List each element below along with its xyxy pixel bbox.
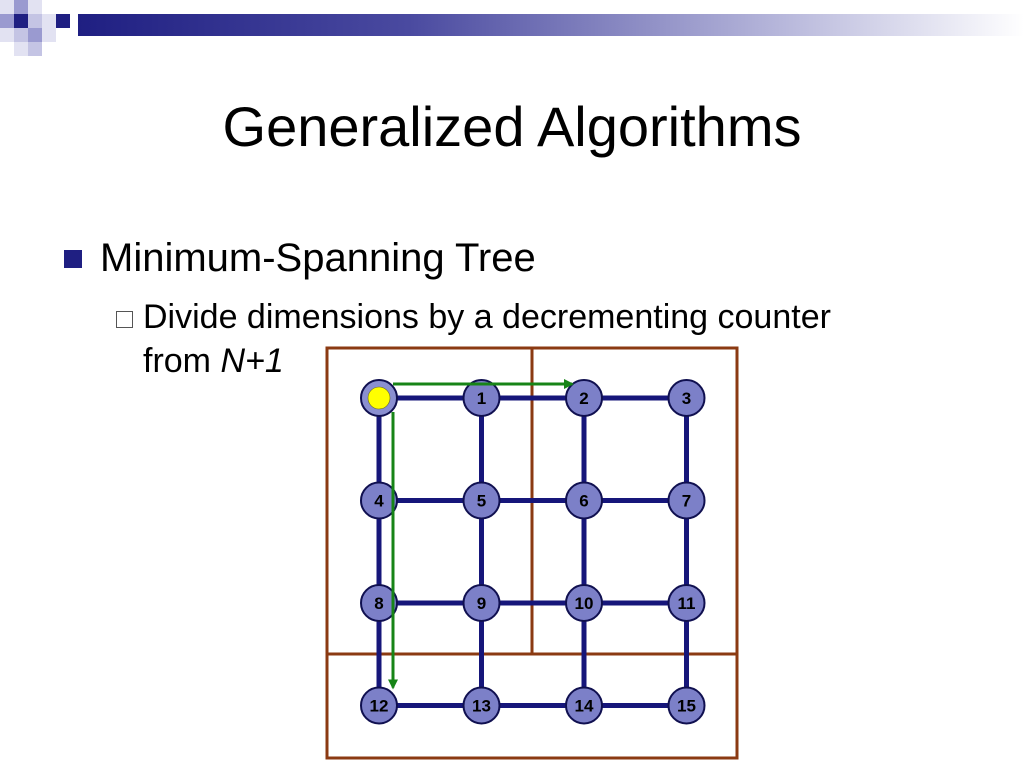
corner-decoration — [0, 0, 70, 56]
node-7 — [667, 481, 706, 520]
node-14 — [565, 686, 603, 725]
node-label-2: 2 — [579, 389, 588, 408]
node-label-10: 10 — [575, 594, 594, 613]
node-label-7: 7 — [682, 492, 691, 511]
node-4 — [360, 481, 398, 520]
bullet-level-2: Divide dimensions by a decrementing coun… — [116, 296, 976, 383]
node-6 — [565, 481, 603, 520]
spanning-tree-arrows — [388, 379, 574, 690]
node-13 — [462, 686, 501, 725]
node-label-14: 14 — [575, 697, 594, 716]
node-label-9: 9 — [477, 594, 486, 613]
node-label-1: 1 — [477, 389, 486, 408]
bullet-2-text: Divide dimensions by a decrementing coun… — [143, 296, 831, 383]
title-bar-gradient — [78, 14, 1024, 36]
bullet-level-1: Minimum-Spanning Tree — [64, 234, 536, 282]
node-8 — [360, 584, 398, 622]
node-12 — [360, 686, 398, 725]
node-label-13: 13 — [472, 697, 491, 716]
node-2 — [565, 379, 603, 417]
node-label-6: 6 — [579, 492, 588, 511]
node-label-5: 5 — [477, 492, 486, 511]
node-5 — [462, 481, 501, 520]
node-label-11: 11 — [678, 594, 696, 613]
node-9 — [462, 584, 501, 622]
bullet-1-text: Minimum-Spanning Tree — [100, 236, 536, 280]
node-label-15: 15 — [677, 697, 696, 716]
bullet-2-italic: N+1 — [220, 341, 284, 380]
node-10 — [565, 584, 603, 622]
node-1 — [462, 379, 501, 417]
node-label-3: 3 — [682, 389, 691, 408]
node-15 — [667, 686, 706, 725]
bullet-2-main: Divide dimensions by a decrementing coun… — [143, 298, 831, 336]
slide-title: Generalized Algorithms — [222, 95, 802, 158]
square-bullet-icon — [64, 250, 82, 268]
node-label-8: 8 — [374, 594, 383, 613]
node-3 — [667, 379, 706, 417]
bullet-2-from: from — [143, 341, 211, 380]
node-11 — [667, 584, 706, 622]
hollow-square-bullet-icon — [116, 311, 133, 328]
root-marker — [367, 386, 391, 410]
node-label-12: 12 — [370, 697, 389, 716]
partition-box-3 — [325, 652, 739, 760]
node-label-4: 4 — [374, 492, 384, 511]
